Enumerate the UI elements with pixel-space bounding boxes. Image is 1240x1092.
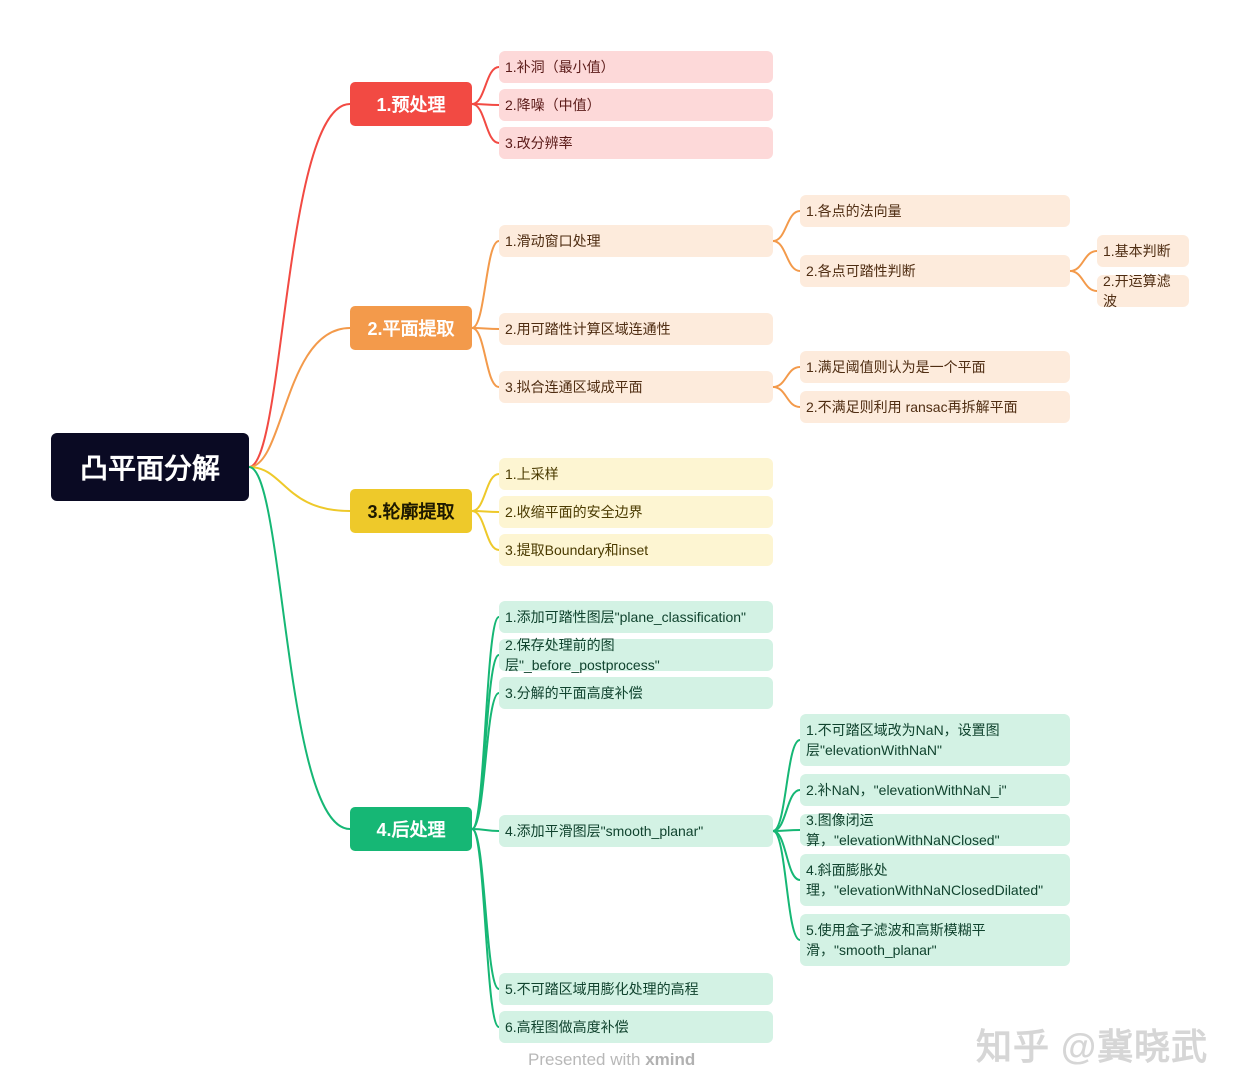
connector-topic-closing — [772, 829, 801, 832]
topic-height-compensation[interactable]: 3.分解的平面高度补偿 — [499, 677, 773, 709]
connector-topic-elevation-nan — [772, 739, 801, 832]
root-topic[interactable]: 凸平面分解 — [51, 433, 249, 501]
topic-box-gauss[interactable]: 5.使用盒子滤波和高斯模糊平滑，"smooth_planar" — [800, 914, 1070, 966]
connector-topic-upsample — [471, 473, 500, 512]
topic-ransac[interactable]: 2.不满足则利用 ransac再拆解平面 — [800, 391, 1070, 423]
topic-threshold-plane[interactable]: 1.满足阈值则认为是一个平面 — [800, 351, 1070, 383]
connector-topic-before-postprocess — [471, 654, 500, 830]
topic-closing[interactable]: 3.图像闭运算，"elevationWithNaNClosed" — [800, 812, 1070, 848]
connector-topic-height-compensation — [471, 692, 500, 830]
topic-fit-plane[interactable]: 3.拟合连通区域成平面 — [499, 371, 773, 403]
zhihu-watermark: 知乎 @冀晓武 — [976, 1026, 1209, 1067]
connector-topic-inpaint-nan — [772, 789, 801, 832]
topic-dilation[interactable]: 4.斜面膨胀处理，"elevationWithNaNClosedDilated" — [800, 854, 1070, 906]
connector-topic-dilation — [772, 830, 801, 881]
connector-topic-threshold-plane — [772, 366, 801, 388]
topic-boundary-inset[interactable]: 3.提取Boundary和inset — [499, 534, 773, 566]
connector-topic-boundary-inset — [471, 510, 500, 551]
connector-topic-sliding-window — [471, 240, 500, 329]
topic-smooth-planar[interactable]: 4.添加平滑图层"smooth_planar" — [499, 815, 773, 847]
root-connector-2 — [248, 327, 351, 468]
topic-basic-check[interactable]: 1.基本判断 — [1097, 235, 1189, 267]
xmind-logo-text: xmind — [645, 1050, 696, 1069]
connector-topic-plane-classification — [471, 616, 500, 830]
topic-connectivity[interactable]: 2.用可踏性计算区域连通性 — [499, 313, 773, 345]
connector-topic-ransac — [772, 386, 801, 408]
connector-topic-elevation-compensation — [471, 828, 500, 1028]
topic-dilated-elevation[interactable]: 5.不可踏区域用膨化处理的高程 — [499, 973, 773, 1005]
topic-opening-filter[interactable]: 2.开运算滤波 — [1097, 273, 1189, 309]
topic-sliding-window[interactable]: 1.滑动窗口处理 — [499, 225, 773, 257]
root-connector-3 — [248, 466, 351, 512]
topic-elevation-compensation[interactable]: 6.高程图做高度补偿 — [499, 1011, 773, 1043]
branch-plane-extraction[interactable]: 2.平面提取 — [350, 306, 472, 350]
topic-elevation-nan[interactable]: 1.不可踏区域改为NaN，设置图层"elevationWithNaN" — [800, 714, 1070, 766]
presented-with-footer: Presented with xmind — [528, 1050, 695, 1070]
topic-upsample[interactable]: 1.上采样 — [499, 458, 773, 490]
topic-resolution[interactable]: 3.改分辨率 — [499, 127, 773, 159]
connector-topic-fill-holes — [471, 66, 500, 105]
connector-topic-box-gauss — [772, 830, 801, 941]
branch-preprocess[interactable]: 1.预处理 — [350, 82, 472, 126]
topic-normals[interactable]: 1.各点的法向量 — [800, 195, 1070, 227]
topic-inpaint-nan[interactable]: 2.补NaN，"elevationWithNaN_i" — [800, 774, 1070, 806]
connector-topic-dilated-elevation — [471, 828, 500, 990]
connector-topic-normals — [772, 210, 801, 242]
connector-topic-resolution — [471, 103, 500, 144]
topic-fill-holes[interactable]: 1.补洞（最小值） — [499, 51, 773, 83]
topic-safety-margin[interactable]: 2.收缩平面的安全边界 — [499, 496, 773, 528]
topic-plane-classification[interactable]: 1.添加可踏性图层"plane_classification" — [499, 601, 773, 633]
topic-traversability[interactable]: 2.各点可踏性判断 — [800, 255, 1070, 287]
connector-topic-opening-filter — [1069, 270, 1098, 292]
branch-contour-extraction[interactable]: 3.轮廓提取 — [350, 489, 472, 533]
connector-topic-traversability — [772, 240, 801, 272]
topic-before-postprocess[interactable]: 2.保存处理前的图层"_before_postprocess" — [499, 637, 773, 673]
root-connector-4 — [248, 466, 351, 830]
connector-topic-fit-plane — [471, 327, 500, 388]
connector-topic-basic-check — [1069, 250, 1098, 272]
root-connector-1 — [248, 103, 351, 468]
topic-denoise[interactable]: 2.降噪（中值） — [499, 89, 773, 121]
footer-prefix: Presented with — [528, 1050, 641, 1069]
branch-postprocess[interactable]: 4.后处理 — [350, 807, 472, 851]
connector-topic-smooth-planar — [471, 828, 500, 832]
